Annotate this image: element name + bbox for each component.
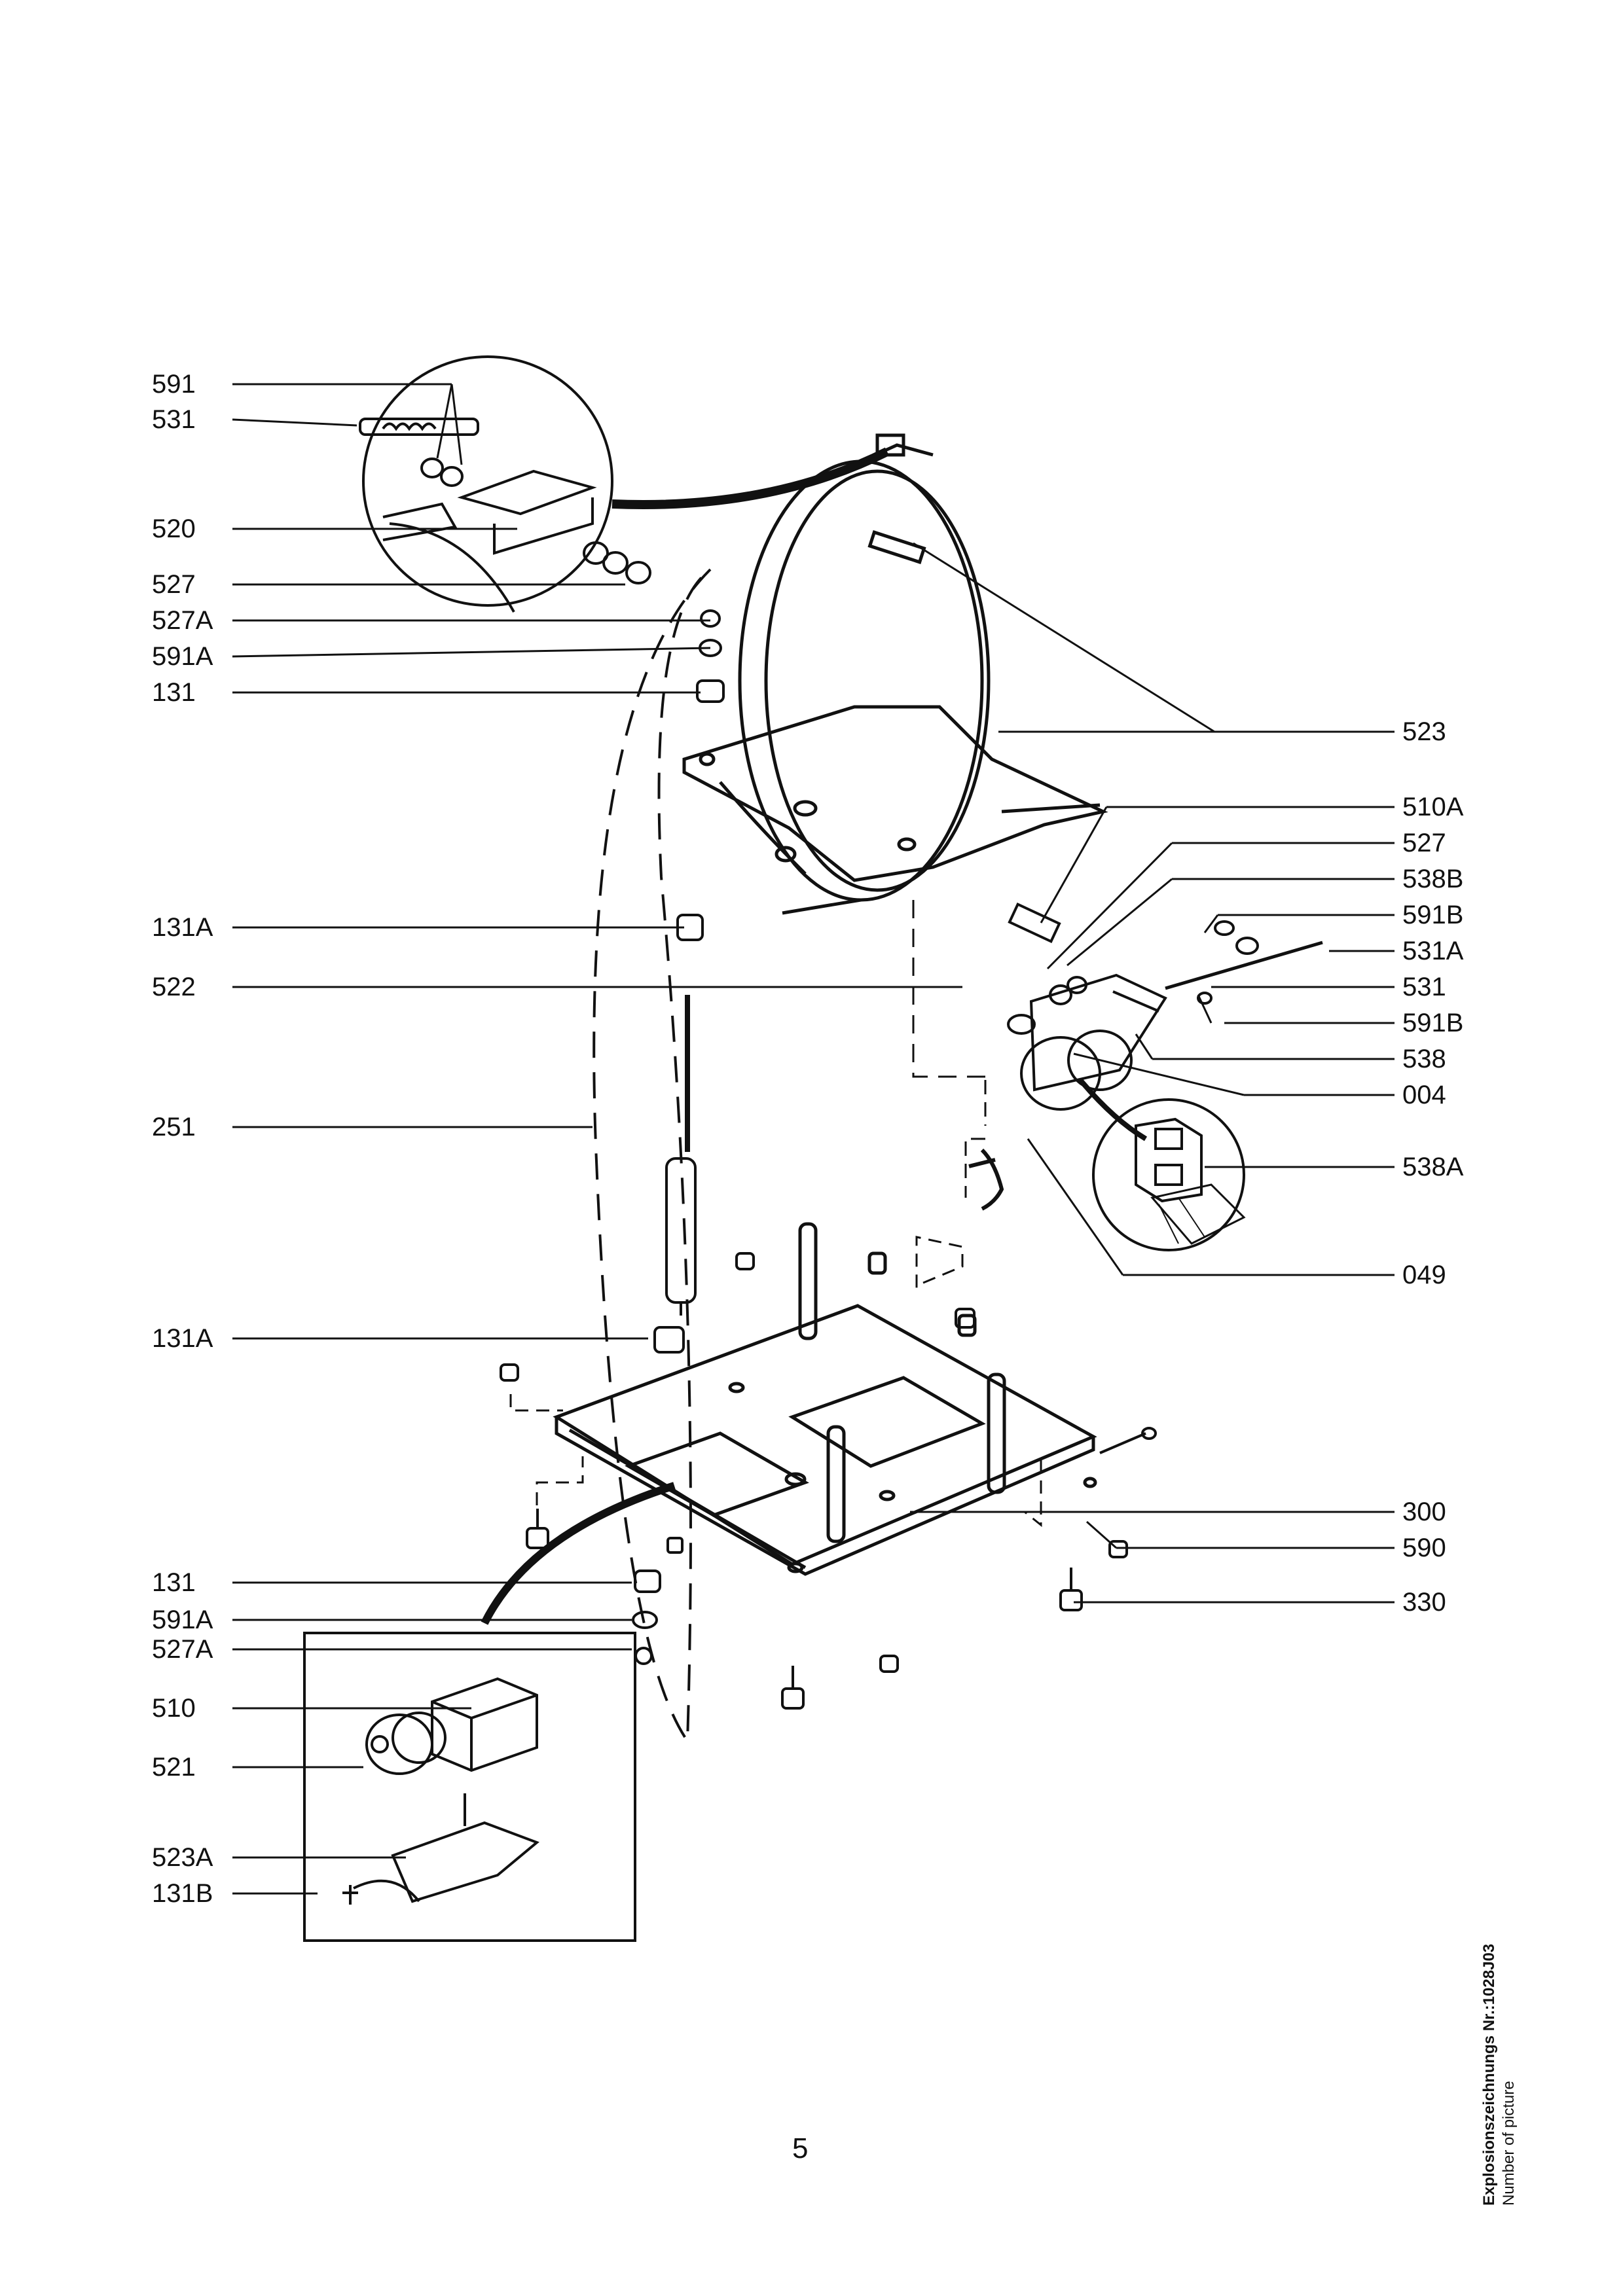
callout-label: 527A xyxy=(152,606,213,635)
base-plate xyxy=(553,1304,1097,1576)
callout-label: 330 xyxy=(1402,1588,1446,1617)
feet-and-screws xyxy=(500,1252,1157,1710)
callout-label: 538 xyxy=(1402,1045,1446,1073)
callout-label: 590 xyxy=(1402,1534,1446,1562)
strut-dashed-outline xyxy=(593,568,712,1746)
callout-label: 131 xyxy=(152,1568,196,1597)
base-posts xyxy=(798,1222,1006,1543)
page-number: 5 xyxy=(792,2132,809,2164)
callout-label: 531 xyxy=(1402,973,1446,1001)
callout-label: 300 xyxy=(1402,1498,1446,1526)
callout-label: 004 xyxy=(1402,1081,1446,1109)
callout-label: 531A xyxy=(1402,937,1464,965)
detail-circle-top xyxy=(359,355,651,613)
inset-box xyxy=(303,1632,636,1942)
callout-label: 591B xyxy=(1402,901,1464,929)
callout-label: 131 xyxy=(152,678,196,707)
callout-label: 538B xyxy=(1402,865,1464,893)
suspension-strut xyxy=(632,609,725,1665)
callout-label: 522 xyxy=(152,973,196,1001)
picture-number-title: Explosionszeichnungs Nr.:1028J03 xyxy=(1480,1943,1498,2206)
callout-label: 520 xyxy=(152,514,196,543)
leader-lines-right xyxy=(910,542,1395,1604)
motor-assembly xyxy=(968,902,1323,1211)
callout-label: 591A xyxy=(152,1605,213,1634)
callout-label: 591 xyxy=(152,370,196,399)
callout-label: 131A xyxy=(152,1324,213,1353)
callout-label: 521 xyxy=(152,1753,196,1782)
callout-label: 251 xyxy=(152,1113,196,1141)
callout-label: 510A xyxy=(1402,793,1464,821)
leader-lines-left xyxy=(232,383,962,1895)
callout-label: 527A xyxy=(152,1635,213,1664)
drum-cradle xyxy=(682,705,1108,915)
callout-label: 523 xyxy=(1402,717,1446,746)
drum-ring xyxy=(738,433,991,902)
picture-number-note: Explosionszeichnungs Nr.:1028J03 Number … xyxy=(1480,1748,1532,2206)
picture-number-subtitle: Number of picture xyxy=(1500,2081,1518,2206)
callout-label: 131A xyxy=(152,913,213,942)
callout-label: 591B xyxy=(1402,1009,1464,1037)
callout-label: 049 xyxy=(1402,1261,1446,1289)
callout-label: 527 xyxy=(152,570,196,599)
callout-label: 131B xyxy=(152,1879,213,1908)
base-dashed-guides xyxy=(509,1236,1042,1528)
callout-label: 591A xyxy=(152,642,213,671)
callout-label: 510 xyxy=(152,1694,196,1723)
callout-label: 527 xyxy=(1402,829,1446,857)
callout-label: 538A xyxy=(1402,1153,1464,1181)
detail-circle-right xyxy=(1092,1098,1246,1251)
callout-label: 531 xyxy=(152,405,196,434)
callout-label: 523A xyxy=(152,1843,213,1872)
